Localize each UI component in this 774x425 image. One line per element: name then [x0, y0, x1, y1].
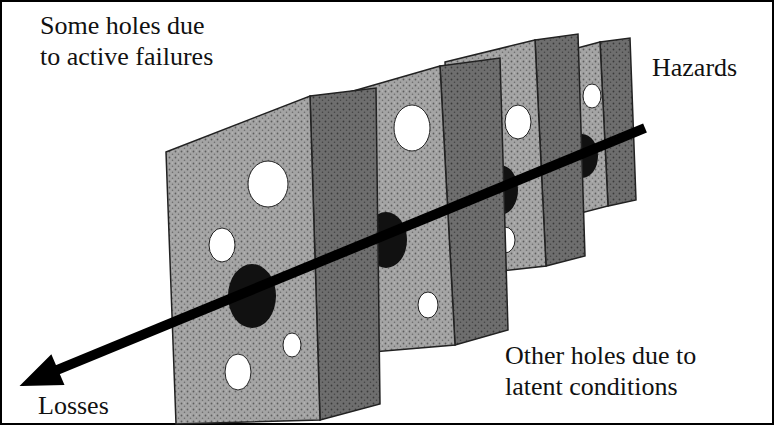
accident-trajectory — [57, 128, 645, 370]
annotation-label: Hazards — [652, 52, 772, 83]
annotation-label: Losses — [38, 390, 158, 421]
cheese-slice — [166, 88, 380, 424]
annotation-label: Other holes due to latent conditions — [505, 340, 710, 402]
annotation-label: Some holes due to active failures — [40, 10, 220, 72]
arrow-head — [22, 356, 63, 385]
